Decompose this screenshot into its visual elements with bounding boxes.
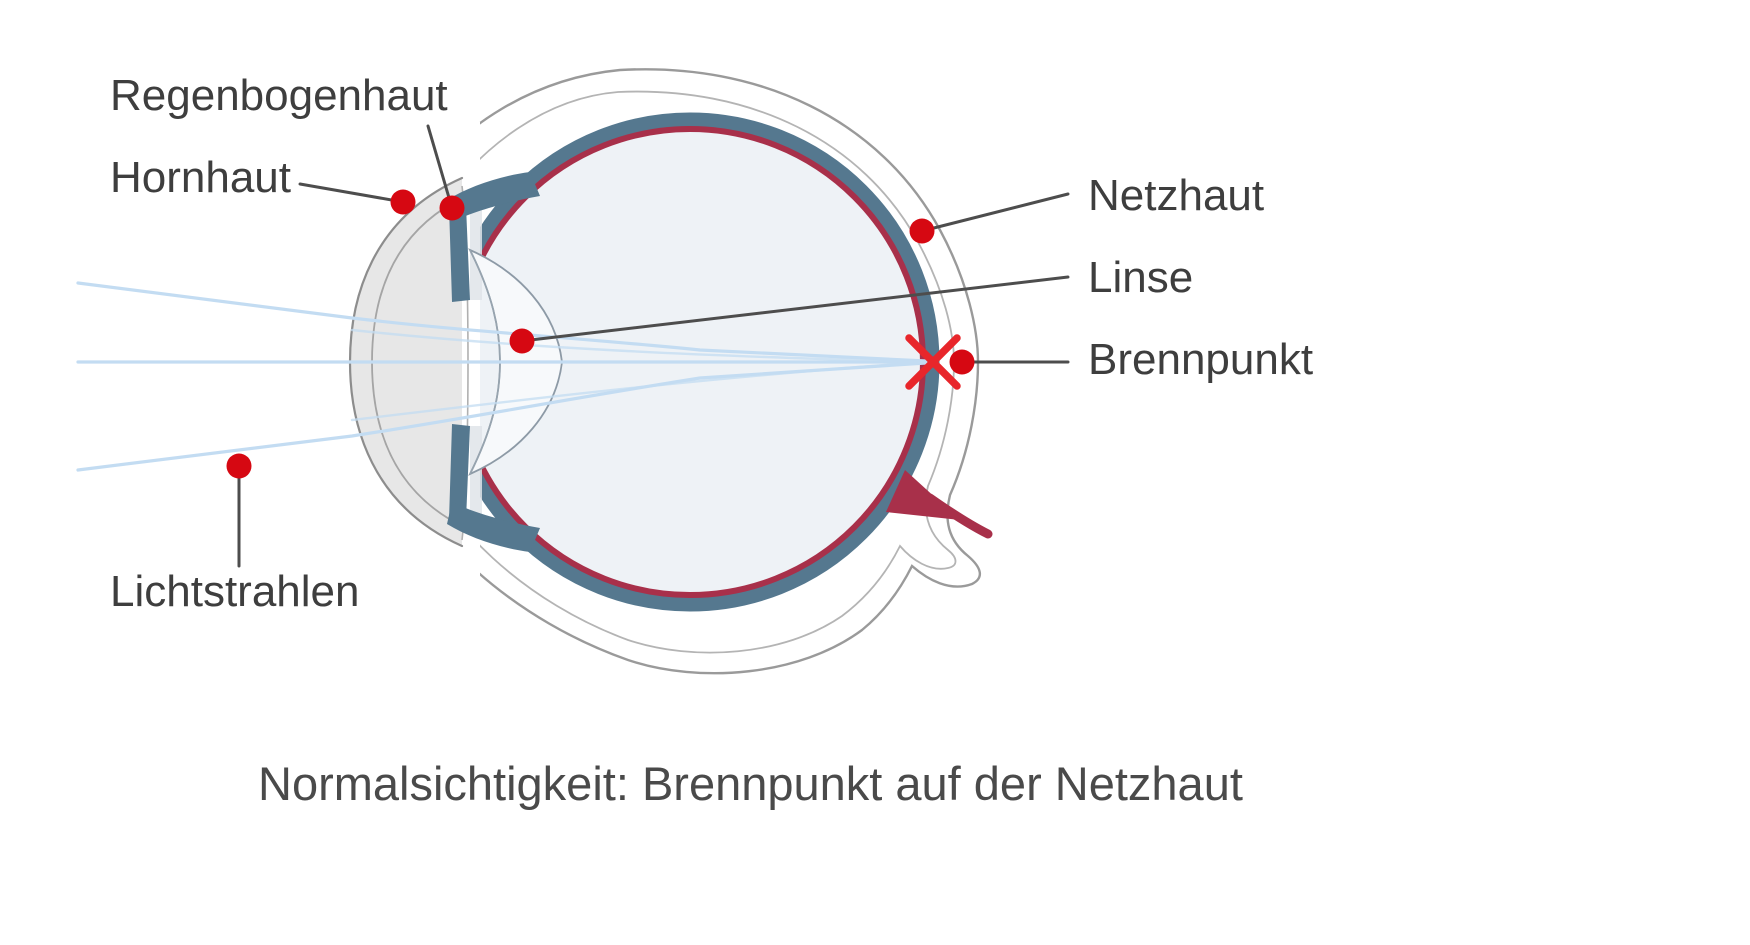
label-lichtstrahlen: Lichtstrahlen bbox=[110, 567, 360, 616]
figure-caption: Normalsichtigkeit: Brennpunkt auf der Ne… bbox=[258, 757, 1243, 810]
label-netzhaut: Netzhaut bbox=[1088, 171, 1265, 220]
label-regenbogenhaut: Regenbogenhaut bbox=[110, 71, 448, 120]
marker-dot-lichtstrahlen bbox=[226, 453, 252, 479]
label-hornhaut: Hornhaut bbox=[110, 153, 292, 202]
light-ray-lower-secondary bbox=[350, 360, 928, 422]
leader-regenbogenhaut bbox=[426, 124, 454, 210]
marker-dot-hornhaut bbox=[390, 189, 416, 215]
light-ray-upper-secondary bbox=[350, 328, 928, 364]
iris bbox=[449, 206, 482, 520]
optic-nerve-head bbox=[886, 470, 993, 539]
leader-hornhaut bbox=[298, 182, 405, 204]
marker-dots bbox=[226, 189, 975, 479]
marker-dot-brennpunkt bbox=[949, 349, 975, 375]
label-brennpunkt: Brennpunkt bbox=[1088, 335, 1314, 384]
leader-linse bbox=[520, 275, 1070, 343]
label-linse: Linse bbox=[1088, 253, 1194, 302]
marker-dot-linse bbox=[509, 328, 535, 354]
leader-lines bbox=[237, 124, 1070, 568]
marker-dot-netzhaut bbox=[909, 218, 935, 244]
ciliary-body bbox=[447, 172, 540, 552]
focal-point-x-marker bbox=[905, 334, 961, 390]
leader-netzhaut bbox=[920, 192, 1070, 233]
marker-dot-regenbogenhaut bbox=[439, 195, 465, 221]
